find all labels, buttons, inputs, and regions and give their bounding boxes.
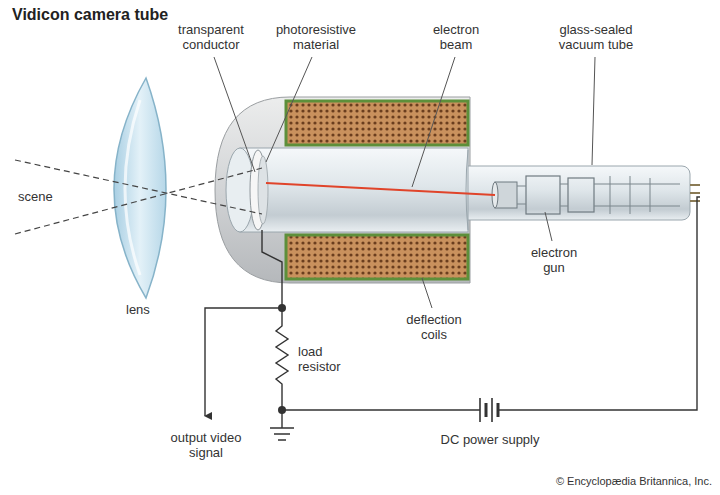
- leader-line: [545, 212, 552, 241]
- part-label: glass-sealed vacuum tube: [545, 22, 647, 52]
- part-label: photoresistive material: [262, 22, 370, 52]
- part-label: lens: [126, 302, 176, 317]
- leader-line: [214, 57, 255, 172]
- glass-neck: [460, 166, 690, 220]
- part-label: scene: [18, 189, 78, 204]
- glass-cylinder: [240, 148, 468, 232]
- tube-pins: [690, 185, 700, 201]
- copyright-credit: © Encyclopædia Britannica, Inc.: [470, 474, 712, 489]
- lens-highlight: [125, 100, 140, 275]
- diagram-title: Vidicon camera tube: [12, 6, 168, 24]
- supply-label: DC power supply: [425, 432, 555, 447]
- glass-taper: [466, 150, 468, 230]
- leader-line: [266, 57, 312, 162]
- part-label: deflection coils: [393, 312, 475, 342]
- scene-ray: [15, 168, 262, 234]
- electron-beam: [266, 183, 495, 195]
- scene-ray: [15, 160, 262, 214]
- gun-supports: [517, 176, 680, 214]
- ground-symbol: [270, 410, 294, 440]
- gun-grid: [526, 176, 560, 214]
- part-label: electron beam: [420, 22, 492, 52]
- signal-wire: [262, 230, 282, 308]
- output-wire: [205, 308, 282, 416]
- leader-line: [592, 57, 595, 165]
- lens-shape: [114, 78, 166, 298]
- signal-label: output video signal: [158, 430, 254, 460]
- battery-symbol: [486, 403, 498, 417]
- deflection-coil: [286, 235, 468, 279]
- leader-line: [422, 278, 432, 308]
- gun-anode: [568, 178, 594, 212]
- part-label: transparent conductor: [165, 22, 257, 52]
- deflection-coil: [286, 101, 468, 145]
- resistor-symbol: [276, 308, 288, 410]
- tube-housing: [215, 97, 470, 283]
- junction-dot: [278, 304, 286, 312]
- leader-line: [412, 57, 455, 187]
- junction-dot: [278, 406, 286, 414]
- part-label: electron gun: [522, 245, 586, 275]
- part-label: load resistor: [298, 344, 360, 374]
- supply-wire: [282, 197, 700, 410]
